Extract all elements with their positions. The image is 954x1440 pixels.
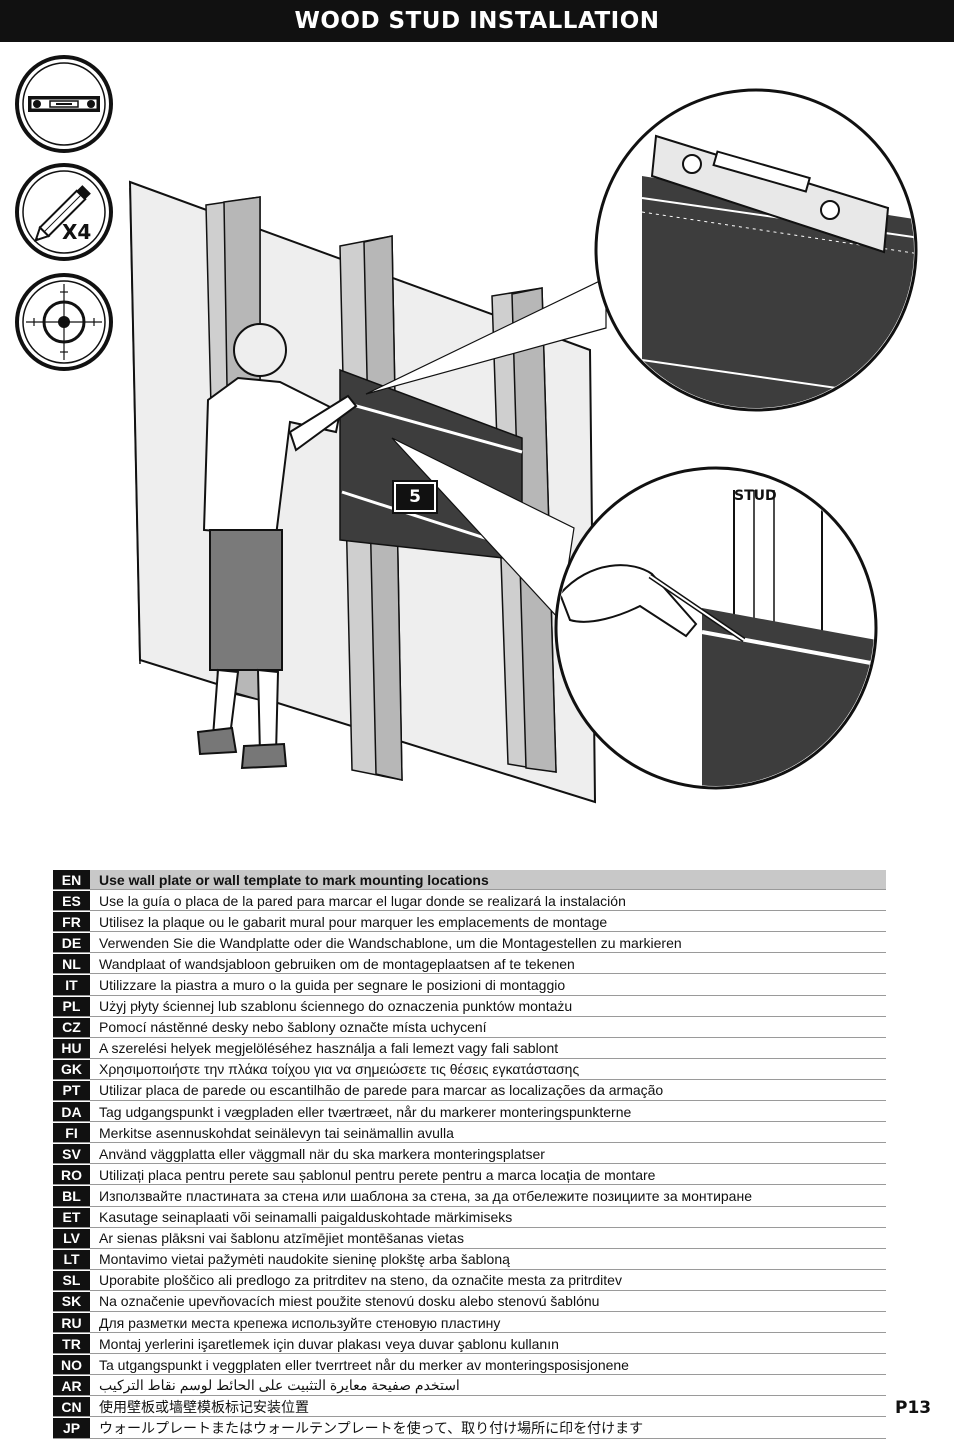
lang-code: EN: [53, 870, 90, 890]
lang-code: BL: [53, 1186, 90, 1206]
instruction-text: Wandplaat of wandsjabloon gebruiken om d…: [99, 955, 575, 972]
instruction-text: Montavimo vietai pažymėti naudokite sien…: [99, 1251, 510, 1268]
instruction-row: SK Na označenie upevňovacích miest použit…: [53, 1291, 886, 1312]
level-icon: [15, 55, 113, 153]
pencil-icon: [15, 163, 113, 261]
lang-code: RO: [53, 1165, 90, 1185]
instruction-row: RU Для разметки места крепежа используйте…: [53, 1312, 886, 1334]
lang-code: HU: [53, 1038, 90, 1058]
lang-code: PT: [53, 1080, 90, 1101]
instruction-text: 使用壁板或墙壁模板标记安装位置: [99, 1398, 309, 1415]
instruction-text: Montaj yerlerini işaretlemek için duvar …: [99, 1335, 559, 1352]
lang-code: LV: [53, 1228, 90, 1248]
instruction-row: LT Montavimo vietai pažymėti naudokite si…: [53, 1249, 886, 1270]
lang-code: FR: [53, 912, 90, 932]
page-number: P13: [895, 1398, 932, 1418]
instruction-row: SV Använd väggplatta eller väggmall när d…: [53, 1144, 886, 1165]
instruction-text: A szerelési helyek megjelöléséhez haszná…: [99, 1040, 559, 1057]
instruction-row: JP ウォールプレートまたはウォールテンプレートを使って、取り付け場所に印を付けま…: [53, 1418, 886, 1439]
lang-code: NL: [53, 954, 90, 974]
lang-code: CN: [53, 1397, 90, 1417]
lang-code: CZ: [53, 1017, 90, 1037]
instruction-text: Utilizar placa de parede ou escantilhão …: [99, 1082, 664, 1099]
instruction-text: Kasutage seinaplaati või seinamalli paig…: [99, 1209, 513, 1226]
instruction-row: PL Użyj płyty ściennej lub szablonu ścien…: [53, 996, 886, 1017]
instruction-text: Pomocí nástěnné desky nebo šablony označ…: [99, 1019, 487, 1036]
instruction-row: DE Verwenden Sie die Wandplatte oder die …: [53, 933, 886, 954]
instruction-row: HU A szerelési helyek megjelöléséhez hasz…: [53, 1038, 886, 1059]
instruction-row: GK Χρησιμοποιήστε την πλάκα τοίχου για να…: [53, 1059, 886, 1080]
lang-code: ES: [53, 891, 90, 911]
instruction-row: RO Utilizați placa pentru perete sau șabl…: [53, 1165, 886, 1186]
instruction-text: Използвайте пластината за стена или шабл…: [99, 1187, 752, 1204]
instruction-row: DA Tag udgangspunkt i vægpladen eller tvæ…: [53, 1102, 886, 1123]
instruction-text: Tag udgangspunkt i vægpladen eller tvært…: [99, 1103, 632, 1120]
lang-code: ET: [53, 1207, 90, 1227]
instruction-text: Merkitse asennuskohdat seinälevyn tai se…: [99, 1124, 454, 1141]
lang-code: DE: [53, 933, 90, 953]
lang-code: AR: [53, 1376, 90, 1396]
lang-code: SV: [53, 1144, 90, 1164]
instruction-row: NO Ta utgangspunkt i veggplaten eller tve…: [53, 1355, 886, 1376]
instruction-text: Verwenden Sie die Wandplatte oder die Wa…: [99, 934, 682, 951]
instruction-row: NL Wandplaat of wandsjabloon gebruiken om…: [53, 954, 886, 975]
lang-code: FI: [53, 1123, 90, 1143]
lang-code: LT: [53, 1249, 90, 1269]
instruction-text: Använd väggplatta eller väggmall när du …: [99, 1145, 545, 1162]
instruction-text: Χρησιμοποιήστε την πλάκα τοίχου για να σ…: [99, 1061, 580, 1078]
instruction-text: ウォールプレートまたはウォールテンプレートを使って、取り付け場所に印を付けます: [99, 1419, 644, 1436]
lang-code: PL: [53, 996, 90, 1016]
instruction-text: Utilizați placa pentru perete sau șablon…: [99, 1166, 656, 1183]
instruction-row: CZ Pomocí nástěnné desky nebo šablony ozn…: [53, 1017, 886, 1038]
step-number-badge: 5: [392, 480, 438, 514]
instruction-text: Utilizzare la piastra a muro o la guida …: [99, 977, 566, 994]
pencil-tool: X4: [14, 162, 114, 262]
stud-label: STUD: [734, 488, 777, 504]
lang-code: DA: [53, 1102, 90, 1122]
instruction-text: استخدم صفيحة معايرة التثبيت على الحائط ل…: [99, 1377, 460, 1394]
lang-code: TR: [53, 1334, 90, 1354]
instruction-text: Ar sienas plāksni vai šablonu atzīmējiet…: [99, 1230, 464, 1247]
instruction-row: CN 使用壁板或墙壁模板标记安装位置: [53, 1397, 886, 1418]
lang-code: JP: [53, 1418, 90, 1438]
instruction-row: LV Ar sienas plāksni vai šablonu atzīmēji…: [53, 1228, 886, 1249]
instruction-text: Użyj płyty ściennej lub szablonu ścienne…: [99, 998, 573, 1015]
wood-stud-illustration: [128, 88, 918, 804]
lang-code: SL: [53, 1270, 90, 1290]
lang-code: SK: [53, 1291, 90, 1311]
instruction-row: IT Utilizzare la piastra a muro o la guid…: [53, 975, 886, 996]
instruction-row: PT Utilizar placa de parede ou escantilhã…: [53, 1080, 886, 1102]
lang-code: RU: [53, 1312, 90, 1333]
instruction-text: Use wall plate or wall template to mark …: [90, 870, 886, 890]
drill-target-icon: [15, 273, 113, 371]
instruction-row: TR Montaj yerlerini işaretlemek için duva…: [53, 1334, 886, 1355]
instruction-row: FR Utilisez la plaque ou le gabarit mural…: [53, 912, 886, 933]
lang-code: GK: [53, 1059, 90, 1079]
instruction-row: ET Kasutage seinaplaati või seinamalli pa…: [53, 1207, 886, 1228]
instruction-row: BL Използвайте пластината за стена или ша…: [53, 1186, 886, 1207]
lang-code: NO: [53, 1355, 90, 1375]
instruction-text: Ta utgangspunkt i veggplaten eller tverr…: [99, 1356, 629, 1373]
instruction-row: FI Merkitse asennuskohdat seinälevyn tai …: [53, 1123, 886, 1144]
instruction-row: AR استخدم صفيحة معايرة التثبيت على الحائط…: [53, 1376, 886, 1397]
page-header: WOOD STUD INSTALLATION: [0, 0, 954, 42]
instruction-row: ES Use la guía o placa de la pared para m…: [53, 891, 886, 912]
instruction-text: Uporabite ploščico ali predlogo za pritr…: [99, 1272, 622, 1289]
instruction-text: Utilisez la plaque ou le gabarit mural p…: [99, 913, 608, 930]
page-title: WOOD STUD INSTALLATION: [294, 8, 660, 34]
instruction-row: SL Uporabite ploščico ali predlogo za pri…: [53, 1270, 886, 1291]
lang-code: IT: [53, 975, 90, 995]
instruction-text: Use la guía o placa de la pared para mar…: [99, 892, 626, 909]
pencil-count: X4: [62, 220, 92, 244]
instruction-text: Для разметки места крепежа используйте с…: [99, 1314, 501, 1331]
instruction-text: Na označenie upevňovacích miest použite …: [99, 1293, 600, 1310]
